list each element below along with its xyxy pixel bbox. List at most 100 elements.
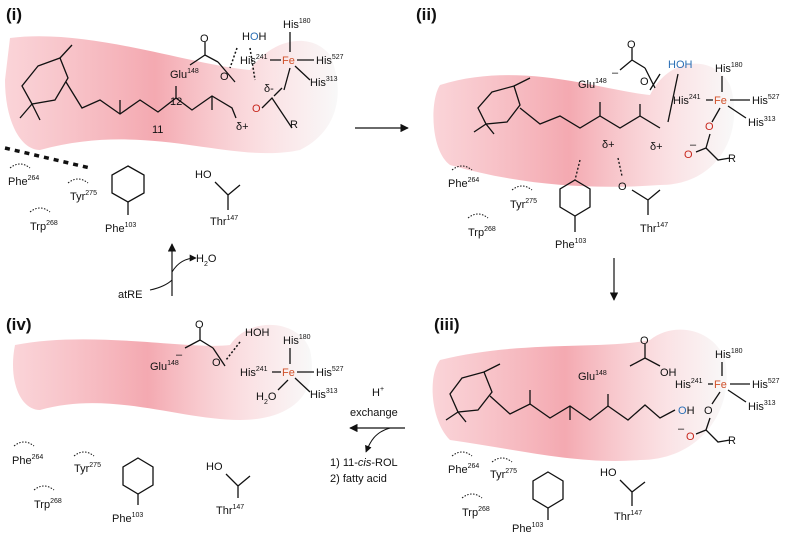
svg-text:2) fatty acid: 2) fatty acid: [330, 473, 387, 485]
svg-text:His527: His527: [316, 54, 344, 67]
panel-iii: (iii) OH Glu148 O OH His180 Fe His241 Hi…: [432, 315, 780, 535]
binding-pocket-i: [5, 36, 338, 154]
c11-label: 11: [152, 124, 163, 136]
svg-text:His527: His527: [752, 378, 780, 391]
water-hoh-ii: HOH: [668, 59, 693, 71]
svg-text:exchange: exchange: [350, 407, 398, 419]
glu148-i: Glu148 O O: [170, 33, 236, 83]
retinyl-ring-ii: [473, 77, 661, 135]
svg-text:Thr147: Thr147: [614, 510, 642, 523]
nucleophile-arrow-ii: [649, 73, 679, 123]
glu148-iii: Glu148 O OH: [578, 335, 677, 383]
exchange-text: H+ exchange 1) 11-cis-ROL 2) fatty acid: [330, 386, 398, 485]
panel-label-ii: (ii): [416, 5, 437, 24]
glu148-iv: Glu148 O – O: [150, 319, 226, 373]
c12-label: 12: [170, 96, 182, 108]
svg-text:Glu148: Glu148: [578, 78, 607, 91]
svg-text:Glu148: Glu148: [578, 370, 607, 383]
carboxylate-oxygen-iii: O: [686, 431, 695, 443]
svg-text:H2O: H2O: [256, 391, 277, 406]
atre-label: atRE: [118, 289, 142, 301]
svg-text:His527: His527: [752, 94, 780, 107]
svg-text:Tyr275: Tyr275: [490, 468, 517, 481]
svg-text:Fe: Fe: [714, 95, 727, 107]
svg-text:Phe264: Phe264: [448, 177, 479, 190]
svg-text:Phe264: Phe264: [448, 463, 479, 476]
svg-text:Phe103: Phe103: [555, 238, 586, 251]
svg-text:Phe103: Phe103: [512, 522, 543, 535]
panel-label-iv: (iv): [6, 315, 32, 334]
ester-oxygen-ii: O: [684, 149, 693, 161]
water-hoh-i: HOH: [242, 31, 267, 43]
svg-text:Phe103: Phe103: [112, 512, 143, 525]
svg-text:HO: HO: [195, 169, 212, 181]
iron-site-iv: His180 Fe His241 His527 His313 H2O: [240, 334, 344, 406]
svg-text:O: O: [640, 335, 649, 347]
svg-text:H+: H+: [372, 386, 384, 399]
svg-text:Tyr275: Tyr275: [510, 198, 537, 211]
surface-dash-i: [4, 146, 91, 170]
svg-text:Glu148: Glu148: [150, 360, 179, 373]
svg-text:HO: HO: [600, 467, 617, 479]
svg-text:1) 11-cis-ROL: 1) 11-cis-ROL: [330, 457, 398, 469]
svg-text:His313: His313: [310, 76, 338, 89]
iron-site-i: His180 Fe His241 His527 His313: [240, 18, 344, 91]
svg-text:O: O: [640, 76, 649, 88]
svg-text:–: –: [690, 139, 697, 151]
fe-oxygen-iii: O: [704, 405, 713, 417]
svg-text:O: O: [627, 39, 636, 51]
svg-text:Phe264: Phe264: [8, 175, 39, 188]
svg-text:Tyr275: Tyr275: [70, 190, 97, 203]
svg-text:Fe: Fe: [282, 55, 295, 67]
svg-text:R: R: [290, 119, 298, 131]
binding-pocket-iii: [432, 329, 727, 461]
carboxylate-bond-iii: [695, 417, 731, 443]
svg-text:Fe: Fe: [714, 379, 727, 391]
water-hoh-iv: HOH: [245, 327, 270, 339]
ester-bond-i: [261, 87, 293, 129]
svg-text:Fe: Fe: [282, 367, 295, 379]
retinyl-ring-i: [19, 44, 237, 121]
svg-text:His180: His180: [283, 18, 311, 31]
svg-text:His241: His241: [240, 366, 268, 379]
svg-text:O: O: [220, 71, 229, 83]
svg-text:–: –: [176, 349, 183, 361]
panel-i: (i) 12 11 Glu148 O O HOH His180 Fe His24…: [4, 5, 344, 235]
svg-text:His313: His313: [748, 116, 776, 129]
fe-oxygen-ii: O: [705, 121, 714, 133]
svg-text:His313: His313: [310, 388, 338, 401]
svg-text:Glu148: Glu148: [170, 68, 199, 81]
svg-text:His241: His241: [673, 94, 701, 107]
svg-text:His313: His313: [748, 400, 776, 413]
svg-text:O: O: [212, 357, 221, 369]
iron-site-iii: His180 Fe His241 His527 His313: [675, 348, 780, 413]
retinol-ring-iii: [445, 363, 676, 423]
svg-text:OH: OH: [660, 367, 677, 379]
residues-iii: Phe264 Tyr275 Trp268 Phe103 HO Thr147: [448, 451, 646, 535]
residues-iv: Phe264 Tyr275 Trp268 Phe103 HO Thr147: [12, 441, 251, 525]
panel-iv: (iv) Glu148 O – O HOH His180 Fe His241 H…: [6, 315, 344, 525]
svg-text:His180: His180: [715, 62, 743, 75]
svg-text:Trp268: Trp268: [462, 506, 490, 519]
svg-text:Phe103: Phe103: [105, 222, 136, 235]
residues-i: Phe264 Tyr275 Trp268 Phe103 HO Thr147: [8, 163, 241, 235]
delta-plus-ii-a: δ+: [602, 139, 615, 151]
svg-text:O: O: [618, 181, 627, 193]
svg-text:–: –: [612, 67, 619, 79]
delta-plus-i: δ+: [236, 121, 249, 133]
svg-text:Thr147: Thr147: [640, 222, 668, 235]
svg-text:Trp268: Trp268: [34, 498, 62, 511]
svg-text:His180: His180: [715, 348, 743, 361]
iron-site-ii: His180 Fe His241 His527 His313: [673, 62, 780, 129]
ester-oxygen-i: O: [252, 103, 261, 115]
panel-label-iii: (iii): [434, 315, 460, 334]
svg-text:Phe264: Phe264: [12, 454, 43, 467]
svg-text:–: –: [678, 423, 685, 435]
hbond-i: [229, 47, 256, 81]
svg-text:Tyr275: Tyr275: [74, 462, 101, 475]
svg-text:Trp268: Trp268: [30, 220, 58, 233]
water-release-arrow: [171, 254, 197, 273]
panel-ii: (ii) δ+ δ+ Glu148 O – O HOH His180 Fe Hi…: [416, 5, 780, 251]
delta-minus-i: δ-: [264, 83, 274, 95]
